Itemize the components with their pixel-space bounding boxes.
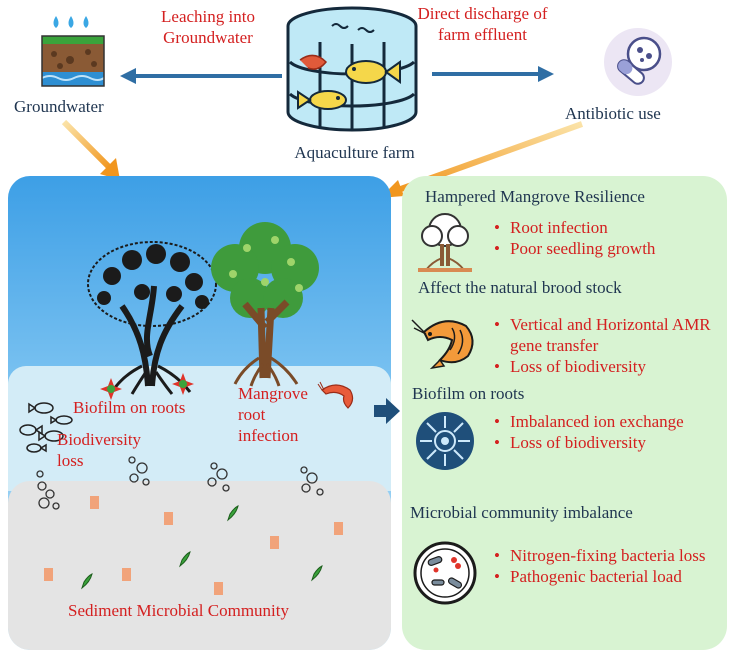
- discharge-label: Direct discharge of farm effluent: [417, 4, 548, 44]
- impact-bullet: Pathogenic bacterial load: [494, 566, 719, 587]
- impact-heading: Biofilm on roots: [412, 384, 525, 403]
- impact-bullet-list: Root infection Poor seedling growth: [494, 217, 655, 259]
- shrimp-icon: [317, 381, 354, 409]
- sediment-label: Sediment Microbial Community: [68, 601, 289, 620]
- impact-heading: Microbial community imbalance: [410, 503, 633, 522]
- aquaculture-farm-icon: [286, 6, 418, 132]
- green-mangrove-tree-icon: [211, 222, 319, 387]
- impact-bullet-list: Nitrogen-fixing bacteria loss Pathogenic…: [494, 545, 719, 587]
- sediment-layer: [8, 481, 391, 650]
- mangrove-ecosystem-panel: [8, 176, 391, 650]
- impact-bullet-list: Imbalanced ion exchange Loss of biodiver…: [494, 411, 719, 453]
- farm-label: Aquaculture farm: [294, 143, 415, 162]
- impact-bullet: Loss of biodiversity: [494, 432, 719, 453]
- impact-bullet: Poor seedling growth: [494, 238, 655, 259]
- biodiversity-label: Biodiversity loss: [57, 430, 142, 470]
- groundwater-to-site-arrow: [61, 119, 120, 180]
- impact-bullet: Imbalanced ion exchange: [494, 411, 719, 432]
- discharge-arrow: [432, 66, 554, 82]
- antibiotic-icon: [604, 28, 672, 96]
- biofilm-spot-icon: [172, 373, 194, 395]
- impact-bullet: Loss of biodiversity: [494, 356, 719, 377]
- leaching-label: Leaching into Groundwater: [161, 7, 255, 47]
- to-impacts-arrow: [374, 398, 400, 424]
- fish-group-icon: [19, 402, 73, 453]
- impact-bullet: Nitrogen-fixing bacteria loss: [494, 545, 719, 566]
- microbe-dish-icon: [413, 541, 477, 605]
- biofilm-label: Biofilm on roots: [73, 398, 186, 417]
- shrimp-icon: [411, 319, 474, 370]
- impact-heading: Hampered Mangrove Resilience: [425, 187, 645, 206]
- antibiotic-label: Antibiotic use: [565, 104, 661, 123]
- dark-mangrove-tree-icon: [87, 241, 217, 395]
- impact-bullet: Root infection: [494, 217, 655, 238]
- impact-bullet: Vertical and Horizontal AMR gene transfe…: [494, 314, 719, 356]
- impact-heading: Affect the natural brood stock: [418, 278, 622, 297]
- impact-bullet-list: Vertical and Horizontal AMR gene transfe…: [494, 314, 719, 377]
- mangrove-infection-label: Mangrove root infection: [238, 384, 308, 445]
- biofilm-spot-icon: [100, 378, 122, 400]
- groundwater-icon: [41, 16, 105, 87]
- biofilm-icon: [416, 412, 474, 470]
- leaching-arrow: [120, 68, 282, 84]
- mangrove-tree-icon: [418, 213, 472, 272]
- groundwater-label: Groundwater: [14, 97, 104, 116]
